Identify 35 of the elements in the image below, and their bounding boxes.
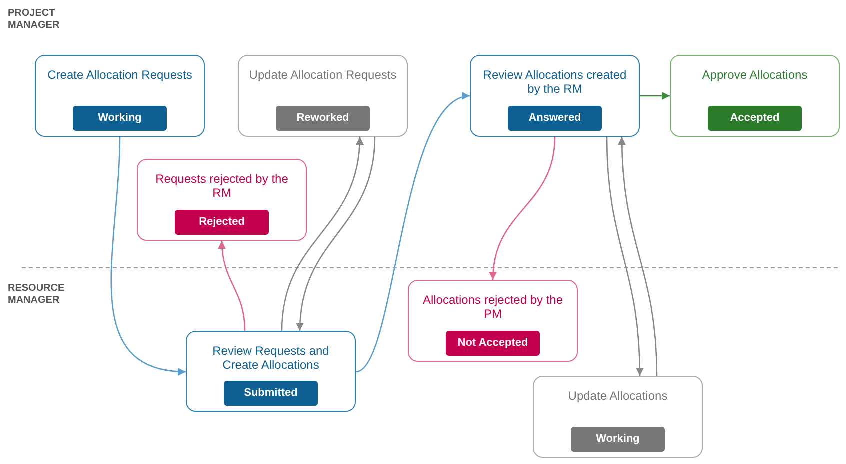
lane-label: RESOURCE MANAGER bbox=[8, 283, 66, 307]
process-box bbox=[670, 55, 840, 137]
arrow bbox=[618, 136, 658, 376]
process-title: Requests rejected by the RM bbox=[154, 172, 290, 200]
status-badge: Working bbox=[73, 106, 167, 131]
arrow bbox=[640, 92, 670, 100]
arrow bbox=[218, 240, 246, 332]
process-title: Update Allocations bbox=[567, 389, 669, 403]
process-title: Update Allocation Requests bbox=[248, 68, 398, 82]
status-badge: Accepted bbox=[708, 106, 802, 131]
process-box bbox=[35, 55, 205, 137]
status-badge: Submitted bbox=[224, 381, 318, 406]
process-box bbox=[238, 55, 408, 137]
status-badge: Rejected bbox=[175, 210, 269, 235]
arrow bbox=[110, 136, 186, 376]
status-badge: Not Accepted bbox=[446, 331, 540, 356]
process-title: Create Allocation Requests bbox=[46, 68, 194, 82]
arrow bbox=[296, 136, 376, 332]
process-box bbox=[533, 376, 703, 458]
process-box bbox=[186, 331, 356, 412]
process-title: Approve Allocations bbox=[701, 68, 809, 82]
process-title: Review Requests and Create Allocations bbox=[212, 344, 330, 372]
arrow bbox=[281, 136, 364, 332]
arrow bbox=[356, 94, 470, 373]
process-box bbox=[408, 280, 578, 362]
arrow bbox=[490, 136, 556, 280]
process-box bbox=[470, 55, 640, 137]
process-title: Allocations rejected by the PM bbox=[422, 293, 564, 321]
process-title: Review Allocations created by the RM bbox=[482, 68, 628, 96]
process-box bbox=[137, 159, 307, 241]
lane-label: PROJECT MANAGER bbox=[8, 8, 61, 32]
status-badge: Working bbox=[571, 427, 665, 452]
status-badge: Answered bbox=[508, 106, 602, 131]
status-badge: Reworked bbox=[276, 106, 370, 131]
arrow bbox=[606, 136, 644, 376]
